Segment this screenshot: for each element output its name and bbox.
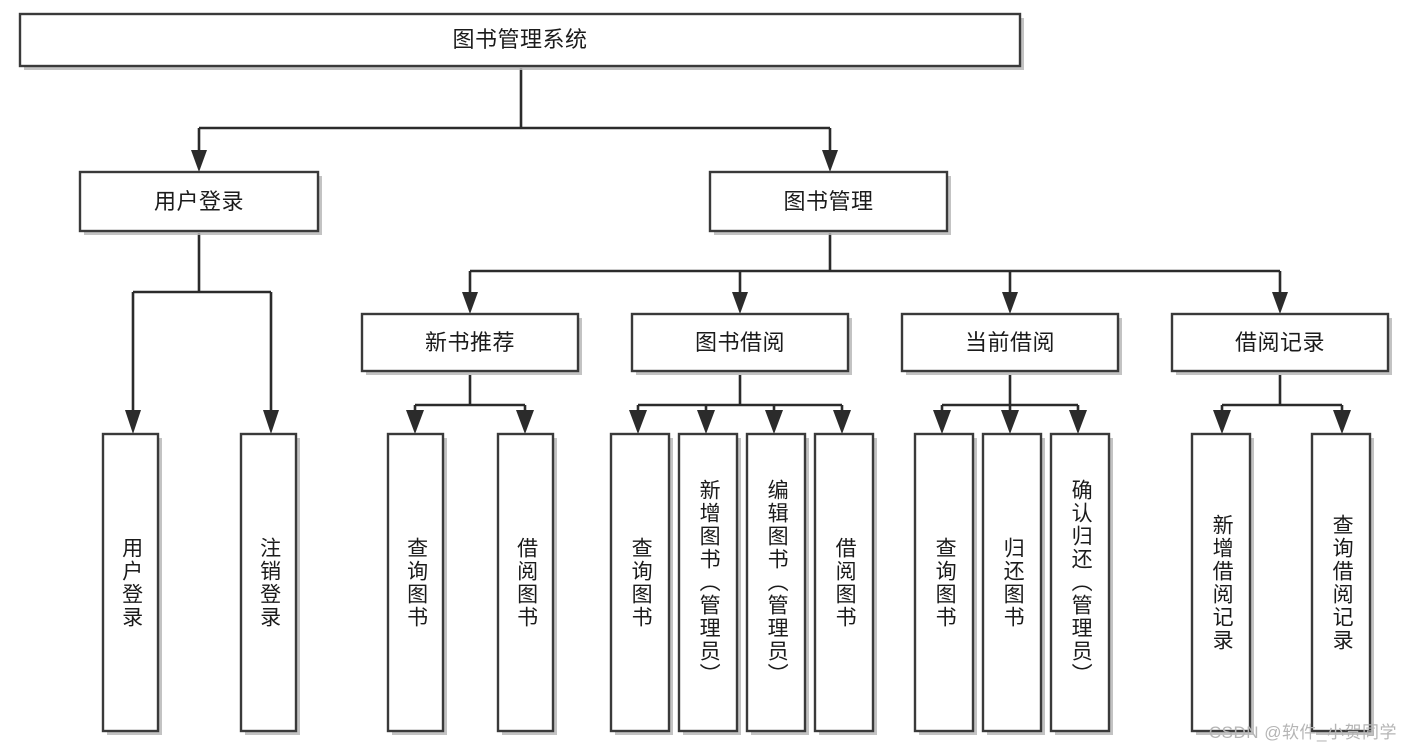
arrow-to-new-book-recommend	[462, 292, 478, 314]
arrow-to-borrow-record	[1272, 292, 1288, 314]
box-leaf-query-record[interactable]	[1310, 432, 1372, 733]
arrow-to-leaf-confirm-return	[1069, 410, 1087, 434]
arrow-to-leaf-borrow-book-1	[516, 410, 534, 434]
arrow-to-leaf-query-book-2	[629, 410, 647, 434]
arrow-to-leaf-add-record	[1213, 410, 1231, 434]
arrow-to-leaf-query-book-1	[406, 410, 424, 434]
box-leaf-query-book-1[interactable]	[386, 432, 445, 733]
box-leaf-borrow-book-1[interactable]	[496, 432, 555, 733]
arrow-to-leaf-borrow-book-2	[833, 410, 851, 434]
box-layer	[18, 12, 1392, 735]
arrow-to-book-borrow	[732, 292, 748, 314]
box-leaf-query-book-2[interactable]	[609, 432, 671, 733]
box-root[interactable]	[18, 12, 1022, 68]
arrow-to-leaf-user-logout	[263, 410, 279, 434]
arrow-to-leaf-query-book-3	[933, 410, 951, 434]
box-leaf-user-login[interactable]	[101, 432, 160, 733]
box-leaf-return-book[interactable]	[981, 432, 1043, 733]
box-book-borrow[interactable]	[630, 312, 850, 373]
arrow-to-current-borrow	[1002, 292, 1018, 314]
arrow-root-to-user-login	[191, 150, 207, 172]
arrow-root-to-book-manage	[822, 150, 838, 172]
arrow-to-leaf-add-book	[697, 410, 715, 434]
connector-layer	[125, 68, 1351, 434]
box-user-login[interactable]	[78, 170, 320, 233]
box-leaf-query-book-3[interactable]	[913, 432, 975, 733]
watermark-text: CSDN @软件_小贺同学	[1208, 723, 1397, 742]
box-current-borrow[interactable]	[900, 312, 1120, 373]
box-leaf-confirm-return[interactable]	[1049, 432, 1111, 733]
box-borrow-record[interactable]	[1170, 312, 1390, 373]
box-leaf-add-book[interactable]	[677, 432, 739, 733]
box-book-manage[interactable]	[708, 170, 949, 233]
box-new-book-recommend[interactable]	[360, 312, 580, 373]
arrow-to-leaf-query-record	[1333, 410, 1351, 434]
arrow-to-leaf-user-login	[125, 410, 141, 434]
box-leaf-user-logout[interactable]	[239, 432, 298, 733]
box-leaf-edit-book[interactable]	[745, 432, 807, 733]
arrow-to-leaf-return-book	[1001, 410, 1019, 434]
box-leaf-borrow-book-2[interactable]	[813, 432, 875, 733]
arrow-to-leaf-edit-book	[765, 410, 783, 434]
box-leaf-add-record[interactable]	[1190, 432, 1252, 733]
